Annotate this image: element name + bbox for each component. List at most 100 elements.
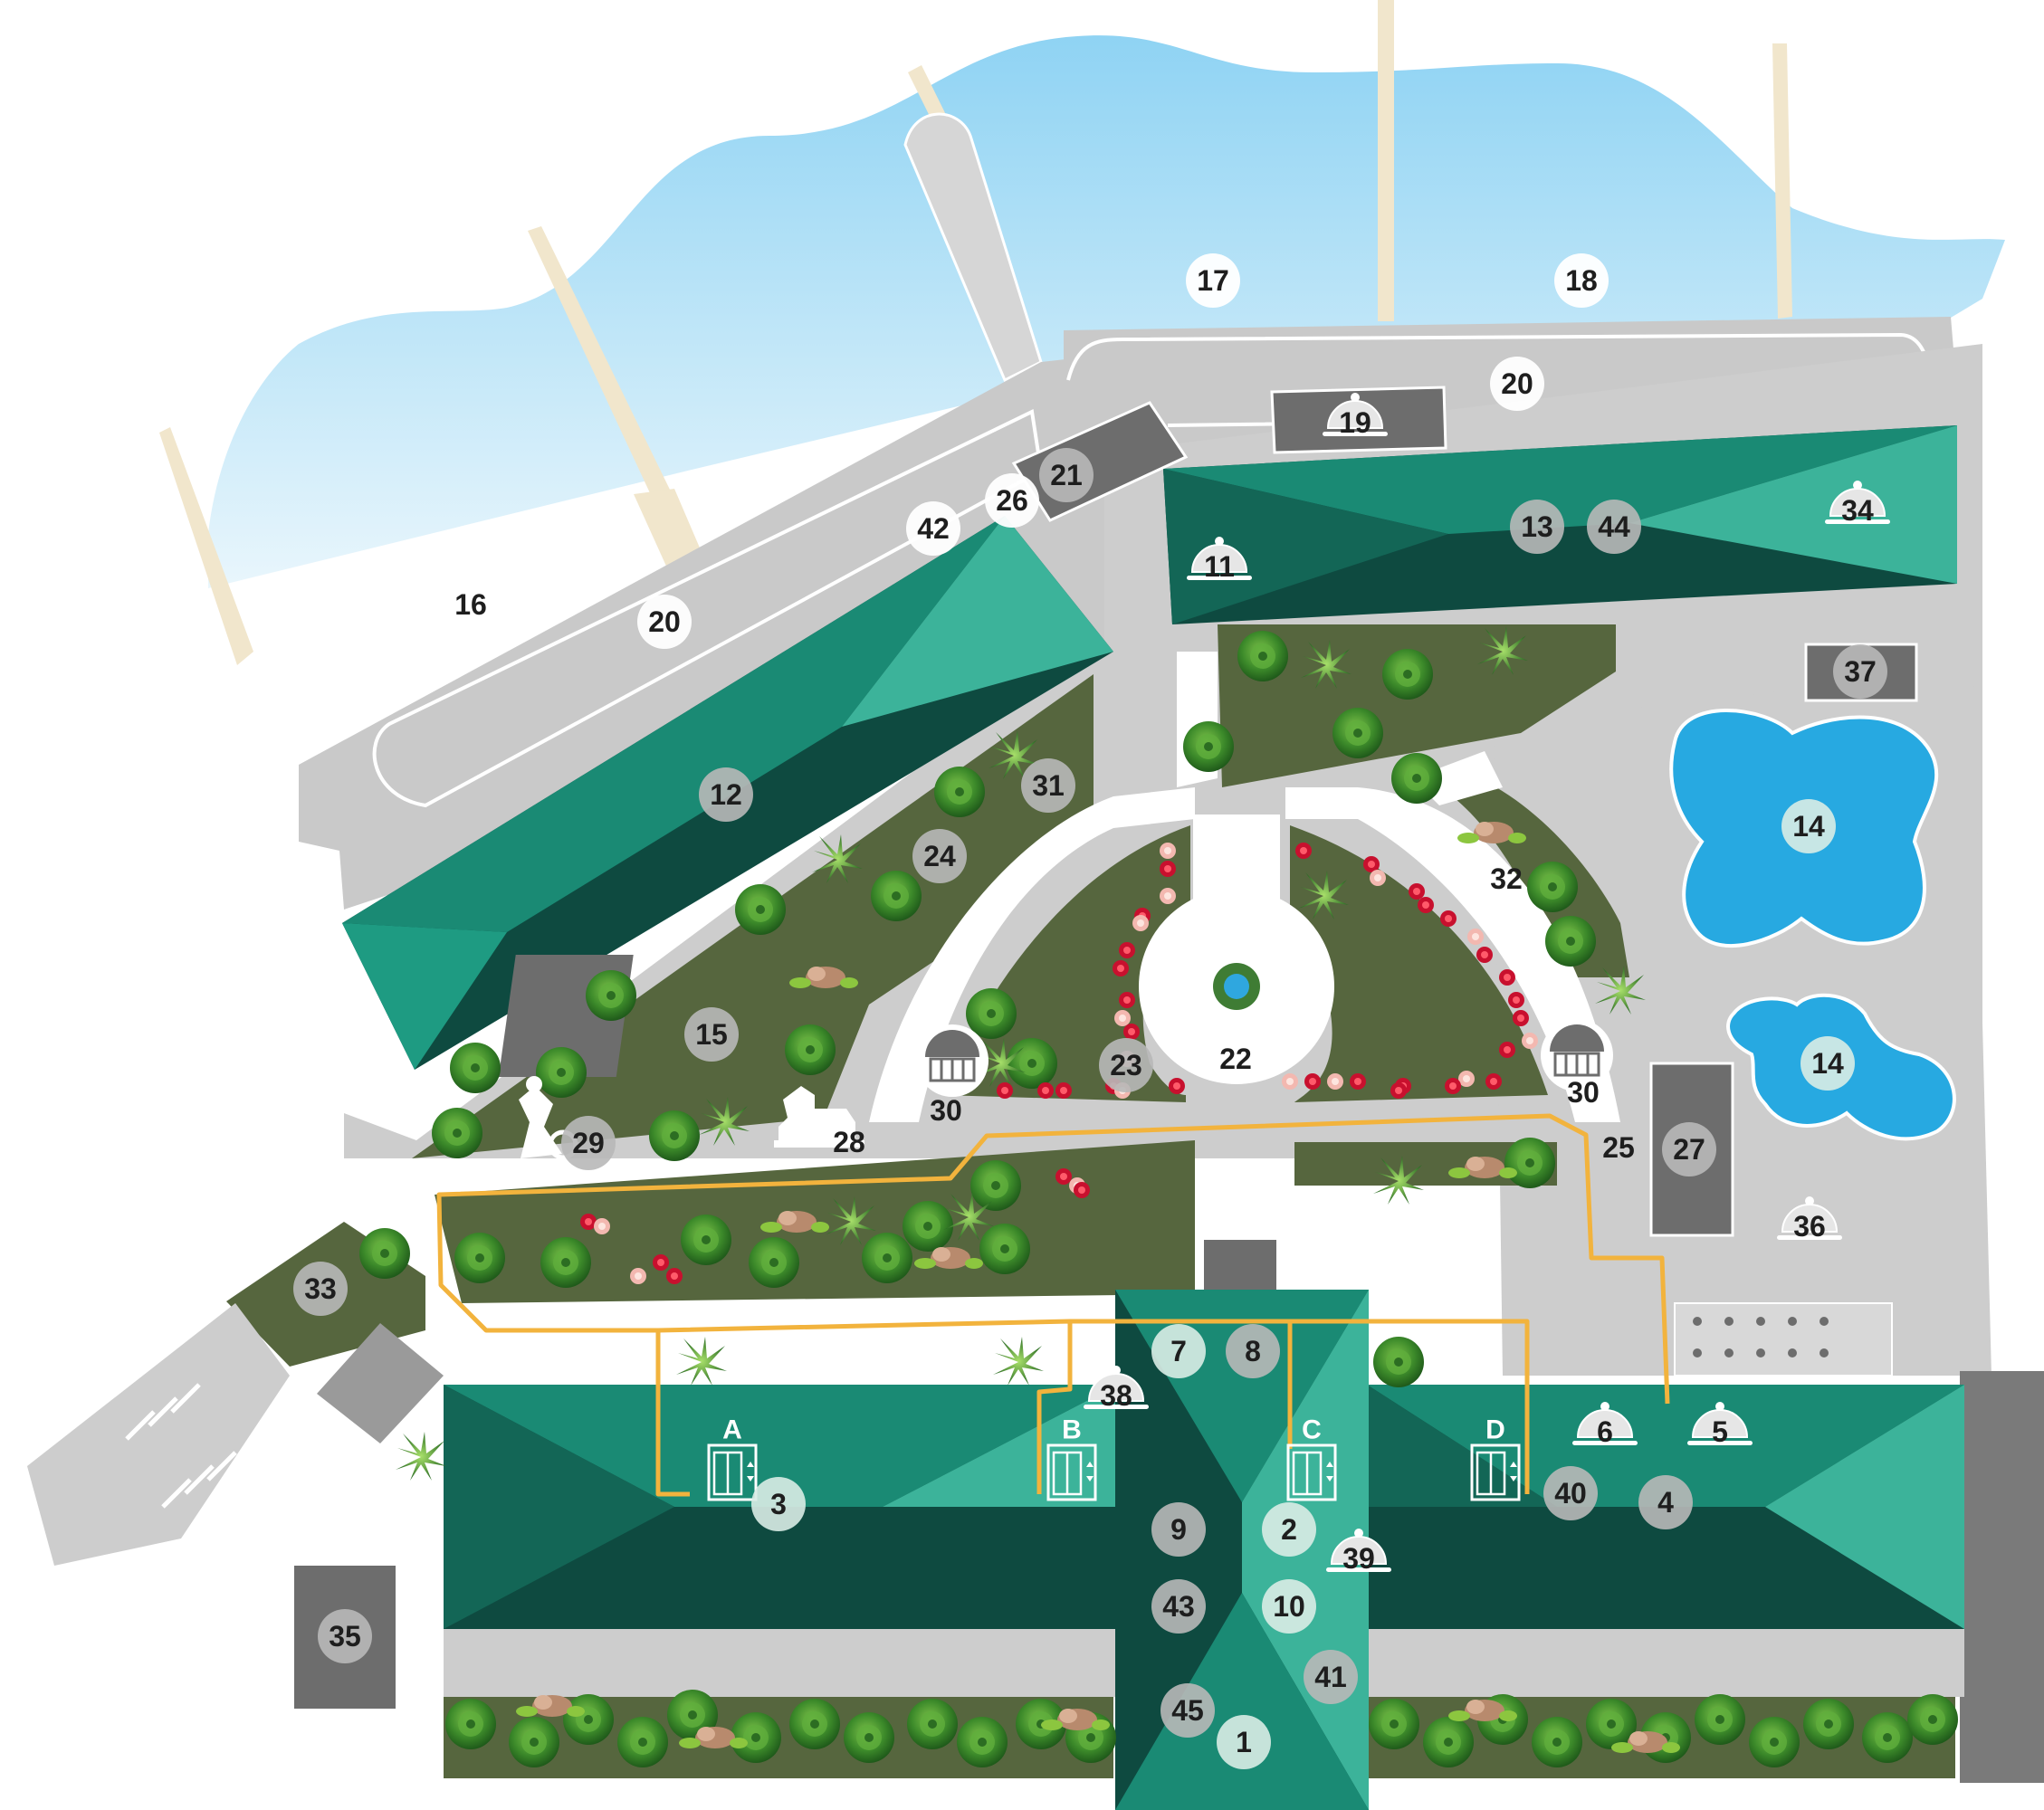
marker-label: 31 xyxy=(1032,769,1065,802)
parking-lines xyxy=(125,1383,237,1509)
marker-7[interactable]: 7 xyxy=(1151,1324,1206,1378)
marker-4[interactable]: 4 xyxy=(1638,1475,1693,1529)
marker-39[interactable]: 39 xyxy=(1325,1528,1392,1575)
marker-label: 28 xyxy=(833,1126,865,1158)
roof-building-north xyxy=(1163,425,1957,624)
marker-26[interactable]: 26 xyxy=(985,473,1039,528)
marker-2[interactable]: 2 xyxy=(1262,1502,1316,1557)
elevator-b-label: B xyxy=(1062,1415,1082,1445)
marker-30a[interactable]: 30 xyxy=(930,1094,962,1127)
marker-circle xyxy=(912,829,967,883)
marker-circle xyxy=(985,473,1039,528)
marker-12[interactable]: 12 xyxy=(699,767,753,822)
marker-11[interactable]: 11 xyxy=(1186,536,1253,583)
marker-label: 30 xyxy=(1567,1076,1600,1109)
marker-label: 29 xyxy=(572,1127,605,1159)
marker-circle xyxy=(1160,1683,1215,1738)
elevator-a-label: A xyxy=(722,1415,742,1445)
marker-circle xyxy=(561,1116,616,1170)
marker-38[interactable]: 38 xyxy=(1083,1365,1150,1412)
marker-label: 18 xyxy=(1565,264,1598,297)
marker-19[interactable]: 19 xyxy=(1322,392,1389,439)
marker-45[interactable]: 45 xyxy=(1160,1683,1215,1738)
sea xyxy=(208,35,2005,589)
statue-29 xyxy=(519,1076,578,1160)
marker-27[interactable]: 27 xyxy=(1662,1122,1716,1176)
marker-20a[interactable]: 20 xyxy=(637,595,692,649)
marker-circle xyxy=(1638,1475,1693,1529)
marker-30b[interactable]: 30 xyxy=(1567,1076,1600,1109)
marker-label: 39 xyxy=(1342,1542,1375,1575)
marker-42[interactable]: 42 xyxy=(906,501,960,556)
marker-31[interactable]: 31 xyxy=(1021,758,1075,813)
marker-label: 10 xyxy=(1273,1590,1305,1623)
marker-label: 30 xyxy=(930,1094,962,1127)
marker-6[interactable]: 6 xyxy=(1571,1401,1638,1448)
marker-34[interactable]: 34 xyxy=(1824,480,1891,527)
gazebo-30-east xyxy=(1541,1019,1613,1091)
marker-40[interactable]: 40 xyxy=(1543,1466,1598,1520)
marker-circle xyxy=(1099,1038,1153,1092)
elevator-b[interactable]: B xyxy=(1046,1415,1097,1501)
marker-label: 45 xyxy=(1171,1694,1204,1727)
marker-3[interactable]: 3 xyxy=(751,1477,806,1531)
marker-23[interactable]: 23 xyxy=(1099,1038,1153,1092)
pool-loungers xyxy=(1674,1302,1893,1377)
marker-5[interactable]: 5 xyxy=(1686,1401,1753,1448)
marker-label: 14 xyxy=(1811,1047,1844,1080)
statue-28 xyxy=(774,1086,864,1148)
elevator-d-label: D xyxy=(1485,1415,1505,1445)
elevator-c-label: C xyxy=(1302,1415,1322,1445)
gazebo-30-west xyxy=(916,1024,989,1097)
marker-14a[interactable]: 14 xyxy=(1781,799,1836,853)
marker-label: 22 xyxy=(1219,1043,1252,1075)
marker-43[interactable]: 43 xyxy=(1151,1579,1206,1634)
marker-1[interactable]: 1 xyxy=(1217,1715,1271,1769)
marker-36[interactable]: 36 xyxy=(1776,1196,1843,1243)
marker-circle xyxy=(444,577,498,632)
marker-8[interactable]: 8 xyxy=(1226,1324,1280,1378)
marker-35[interactable]: 35 xyxy=(318,1609,372,1663)
marker-44[interactable]: 44 xyxy=(1587,500,1641,554)
marker-label: 38 xyxy=(1100,1379,1132,1412)
marker-14b[interactable]: 14 xyxy=(1800,1036,1855,1091)
marker-label: 41 xyxy=(1314,1661,1347,1693)
marker-circle xyxy=(1039,448,1094,502)
marker-circle xyxy=(1662,1122,1716,1176)
marker-label: 42 xyxy=(917,512,950,545)
marker-label: 27 xyxy=(1673,1133,1705,1166)
fountain-plaza xyxy=(1139,814,1334,1084)
marker-label: 20 xyxy=(648,605,681,638)
marker-label: 40 xyxy=(1554,1477,1587,1510)
marker-label: 5 xyxy=(1712,1415,1728,1448)
stairs-lines xyxy=(1218,1212,1263,1232)
marker-18[interactable]: 18 xyxy=(1554,253,1609,308)
elevator-d[interactable]: D xyxy=(1470,1415,1521,1501)
marker-9[interactable]: 9 xyxy=(1151,1502,1206,1557)
marker-16[interactable]: 16 xyxy=(444,577,498,632)
elevator-a[interactable]: A xyxy=(707,1415,758,1501)
marker-label: 44 xyxy=(1598,510,1630,543)
marker-circle xyxy=(751,1477,806,1531)
marker-29[interactable]: 29 xyxy=(561,1116,616,1170)
marker-10[interactable]: 10 xyxy=(1262,1579,1316,1634)
marker-21[interactable]: 21 xyxy=(1039,448,1094,502)
marker-label: 15 xyxy=(695,1018,728,1051)
marker-15[interactable]: 15 xyxy=(684,1007,739,1062)
marker-label: 6 xyxy=(1597,1415,1613,1448)
marker-13[interactable]: 13 xyxy=(1510,500,1564,554)
marker-28[interactable]: 28 xyxy=(833,1126,865,1158)
marker-17[interactable]: 17 xyxy=(1186,253,1240,308)
marker-33[interactable]: 33 xyxy=(293,1262,348,1316)
marker-37[interactable]: 37 xyxy=(1833,644,1887,699)
marker-32[interactable]: 32 xyxy=(1490,862,1523,895)
marker-label: 21 xyxy=(1050,459,1083,491)
marker-label: 25 xyxy=(1602,1131,1635,1164)
marker-25[interactable]: 25 xyxy=(1602,1131,1635,1164)
marker-22[interactable]: 22 xyxy=(1219,1043,1252,1075)
elevator-c[interactable]: C xyxy=(1286,1415,1337,1501)
marker-20b[interactable]: 20 xyxy=(1490,357,1544,411)
marker-24[interactable]: 24 xyxy=(912,829,967,883)
marker-41[interactable]: 41 xyxy=(1304,1650,1358,1704)
